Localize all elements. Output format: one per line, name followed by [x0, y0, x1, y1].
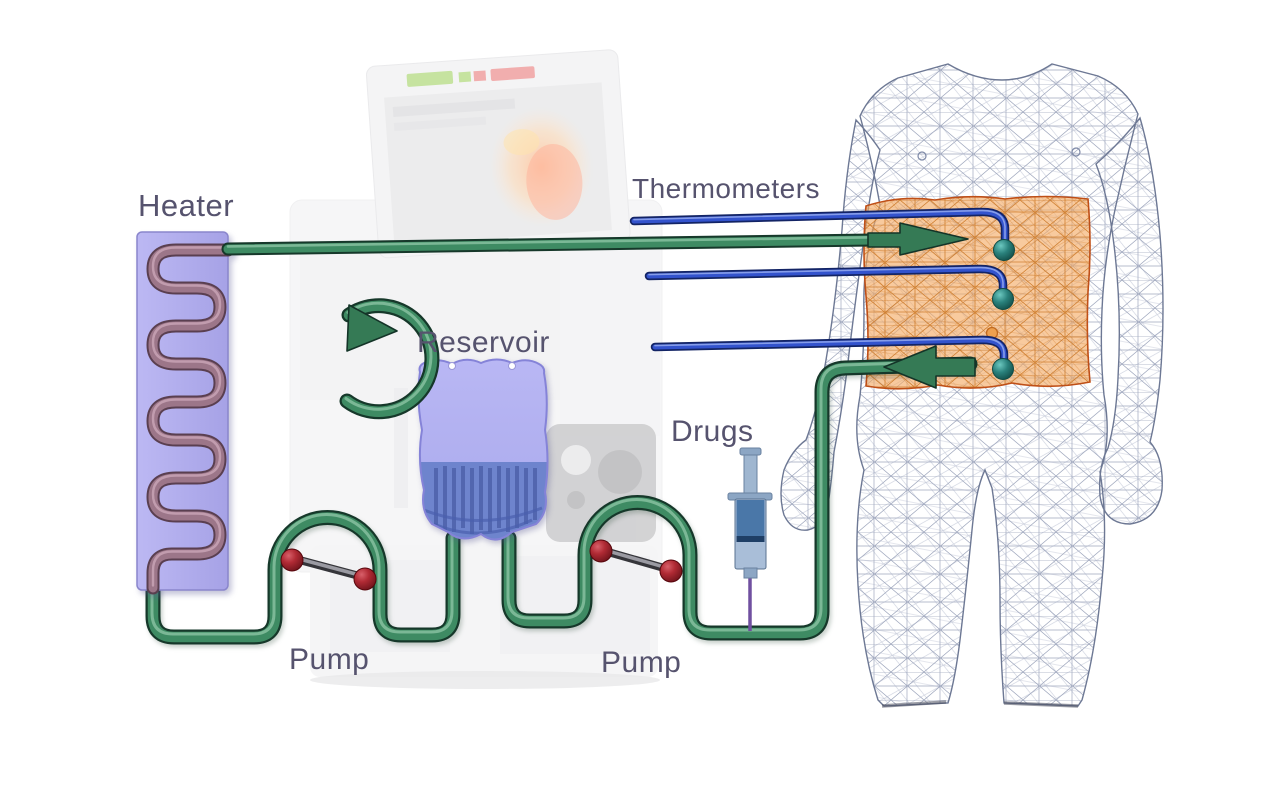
thermometer-probe-1 [993, 239, 1015, 261]
circulation-arrow-icon [346, 303, 432, 411]
machine-backdrop [289, 49, 663, 689]
status-bar-green [406, 70, 454, 87]
pump-roller [280, 548, 304, 572]
patient-body-wireframe [780, 63, 1164, 708]
pump-left-rollers [280, 548, 377, 591]
reservoir-bag [417, 358, 549, 541]
chest-detail [917, 151, 927, 161]
pump-left-label: Pump [289, 643, 370, 676]
heater-unit [136, 231, 228, 590]
bag-hang-hole [508, 362, 516, 370]
return-flow-arrow-icon [883, 345, 976, 389]
pump-right-label: Pump [601, 646, 682, 679]
drugs-label: Drugs [671, 415, 754, 448]
syringe-fluid [736, 500, 765, 538]
syringe-plunger [743, 451, 758, 499]
drug-syringe [727, 447, 773, 631]
bag-hang-hole [448, 362, 456, 370]
thermometer-probe-3 [992, 358, 1014, 380]
machine-monitor [365, 49, 631, 259]
thermometer-probe-2 [992, 288, 1014, 310]
pump-right-rollers [589, 539, 683, 583]
thermometers-label: Thermometers [632, 173, 821, 204]
status-bar-red [490, 66, 535, 81]
reservoir-fluid [418, 462, 548, 540]
reservoir-label: Reservoir [417, 326, 550, 359]
leg-cuff-edges [881, 700, 1079, 708]
thermometer-lines [634, 211, 1015, 380]
pump-roller [659, 559, 683, 583]
heater-label: Heater [138, 188, 235, 223]
pump-roller [353, 567, 377, 591]
pump-roller [589, 539, 613, 563]
circulation-arrowhead-icon [346, 304, 398, 352]
machine-front-panel [546, 424, 656, 542]
supply-flow-arrow-icon [867, 222, 969, 256]
